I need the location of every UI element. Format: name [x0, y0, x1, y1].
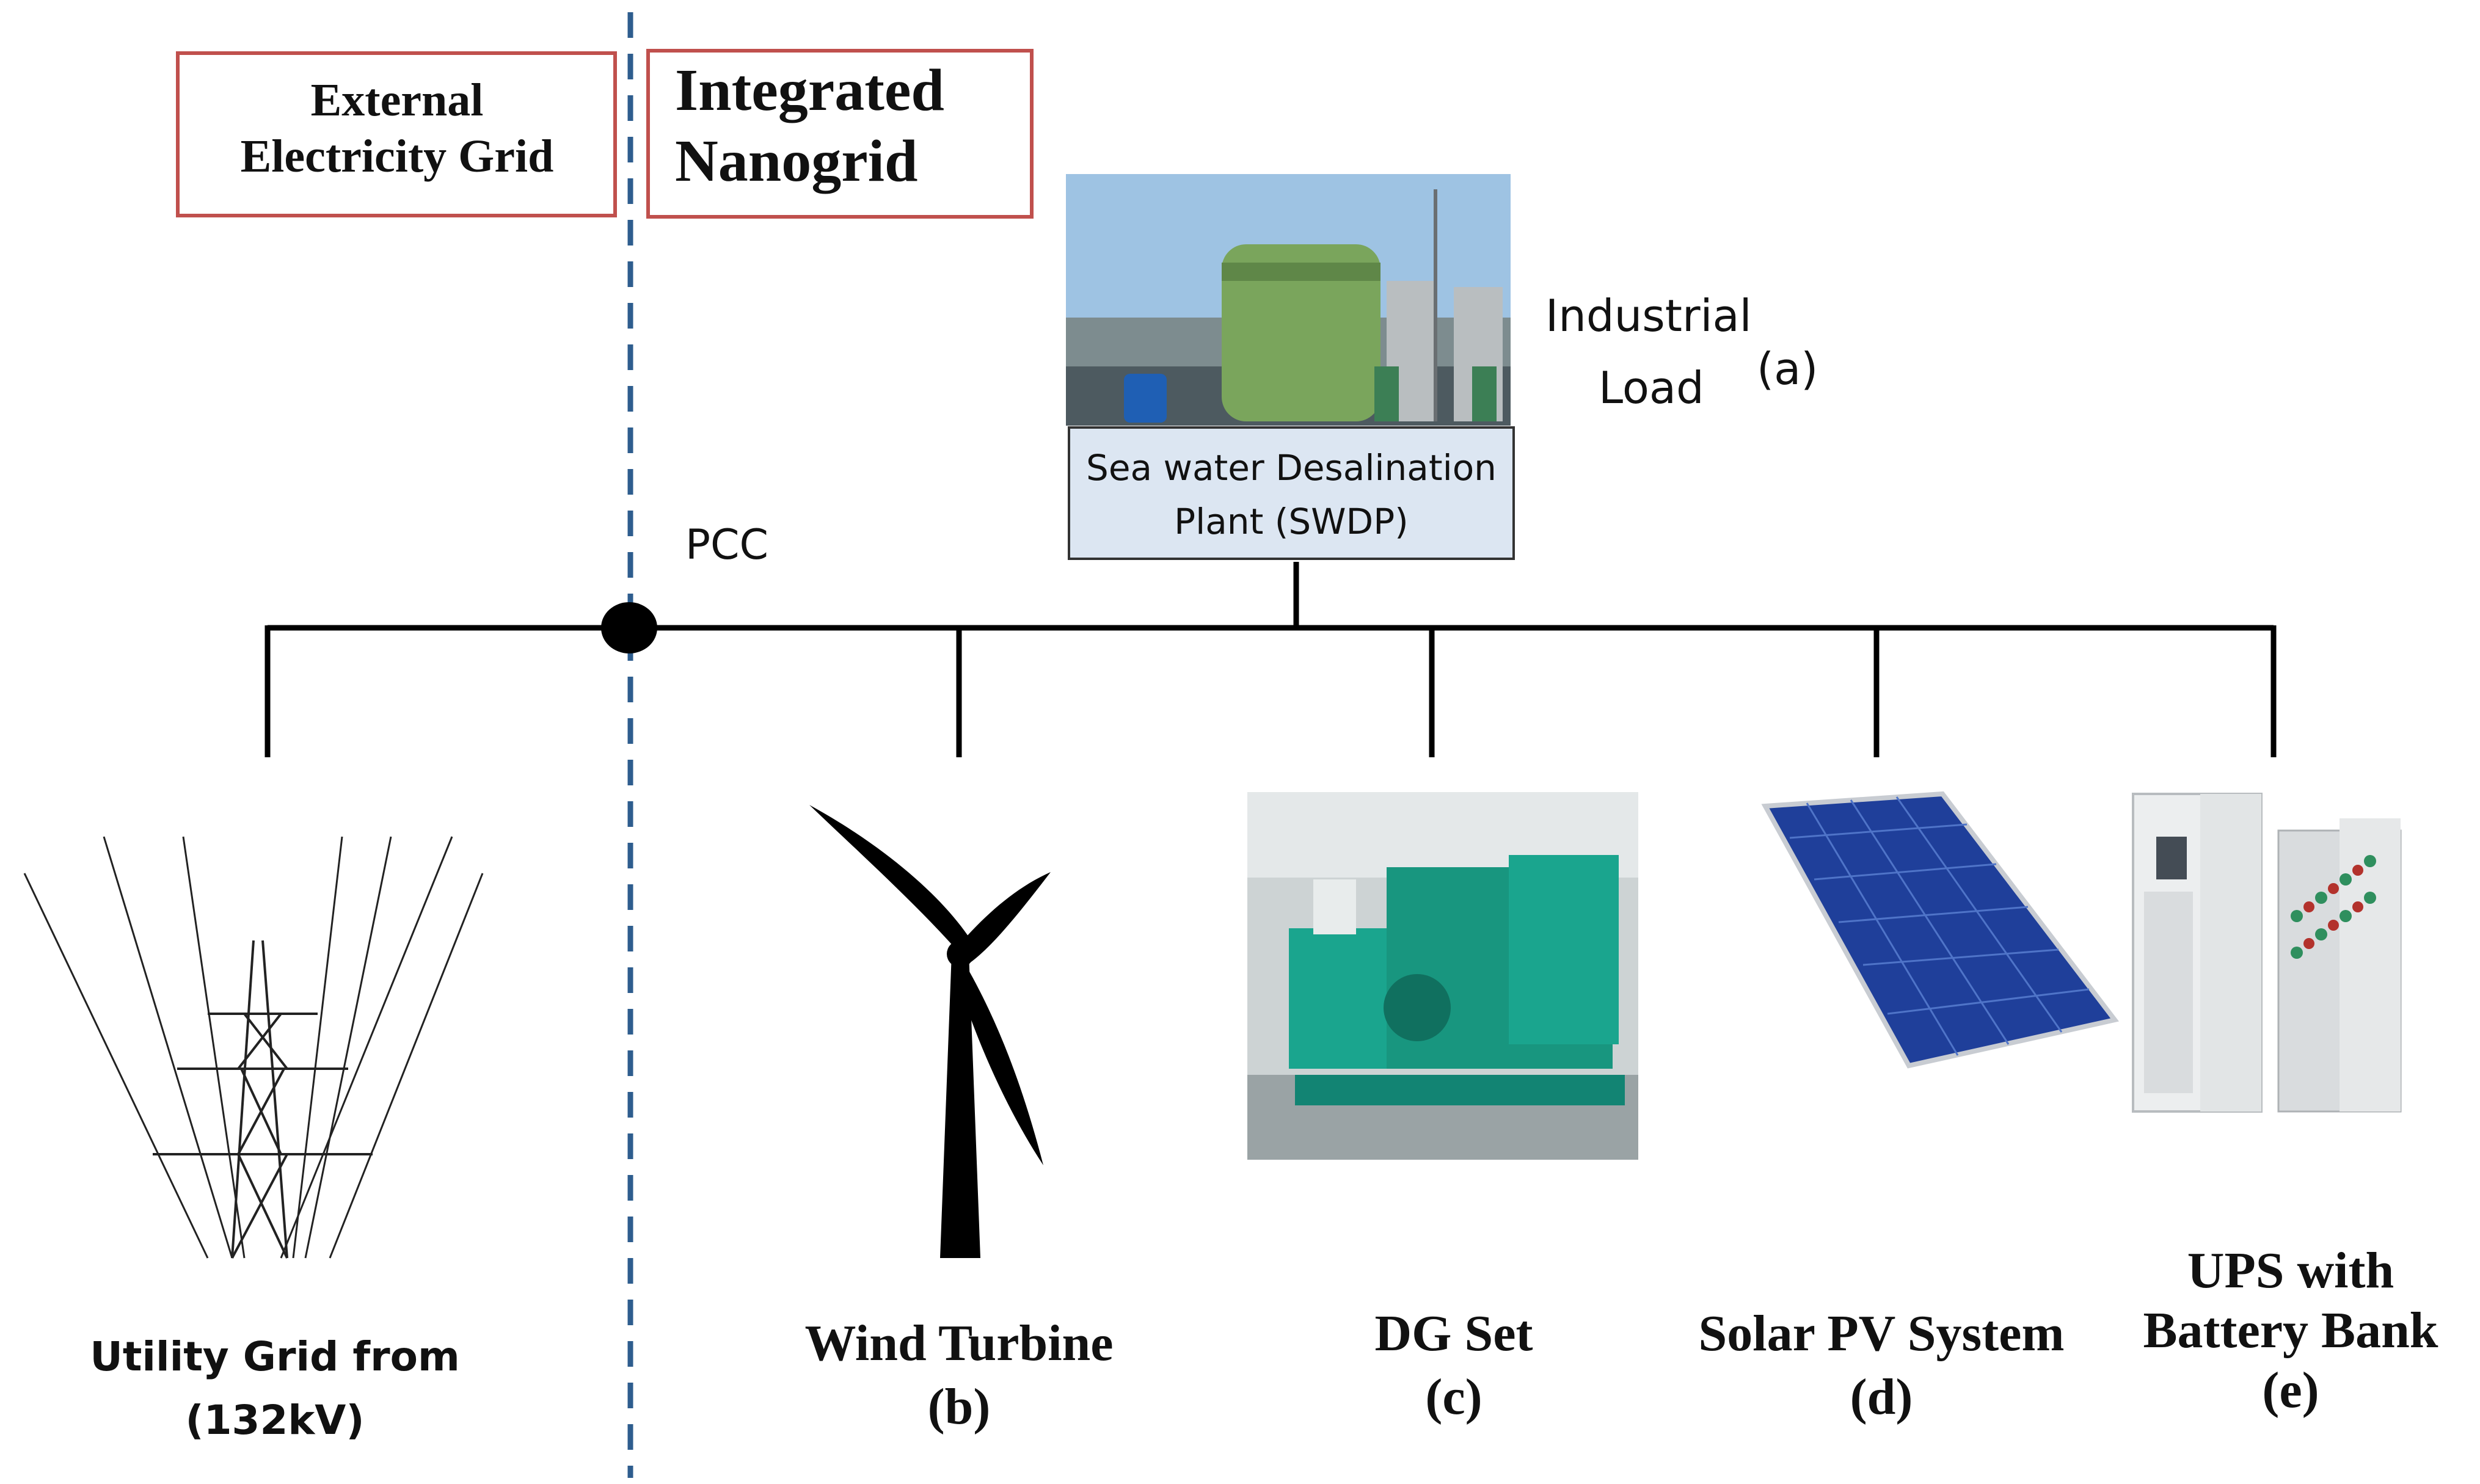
wind-turbine-line2: (b)	[927, 1378, 991, 1435]
wind-turbine-label: Wind Turbine (b)	[764, 1312, 1154, 1439]
desalination-plant-icon	[1066, 174, 1511, 426]
dg-set-line1: DG Set	[1374, 1305, 1533, 1362]
utility-grid-line2: (132kV)	[185, 1397, 365, 1444]
load-label: Load	[1599, 362, 1704, 413]
integrated-nanogrid-box	[646, 49, 1034, 219]
main-bus	[264, 562, 2277, 757]
swdp-label: Sea water Desalination Plant (SWDP)	[1086, 447, 1497, 542]
pcc-label: PCC	[685, 521, 768, 569]
transmission-tower-icon	[23, 836, 484, 1259]
pcc-node	[601, 602, 657, 653]
wind-turbine-icon	[809, 805, 1051, 1258]
ups-battery-line1: UPS with	[2187, 1242, 2394, 1299]
solar-pv-label: Solar PV System (d)	[1674, 1302, 2089, 1429]
ups-battery-icon	[2132, 793, 2402, 1113]
industrial-label: Industrial	[1545, 290, 1752, 341]
swdp-box	[1068, 426, 1515, 560]
ups-battery-label: UPS with Battery Bank (e)	[2113, 1241, 2468, 1420]
solar-pv-line2: (d)	[1850, 1369, 1913, 1425]
integrated-nanogrid-label: Integrated Nanogrid	[675, 57, 944, 194]
solar-pv-line1: Solar PV System	[1698, 1305, 2065, 1362]
utility-grid-line1: Utility Grid from	[90, 1333, 460, 1380]
solar-panel-icon	[1761, 791, 2119, 1069]
external-grid-box	[176, 51, 617, 217]
external-grid-label: External Electricity Grid	[240, 75, 554, 182]
diesel-generator-icon	[1247, 792, 1638, 1160]
load-tag: (a)	[1757, 343, 1818, 395]
dg-set-line2: (c)	[1425, 1369, 1483, 1425]
utility-grid-label: Utility Grid from (132kV)	[86, 1325, 464, 1452]
ups-battery-line3: (e)	[2262, 1362, 2319, 1419]
wind-turbine-line1: Wind Turbine	[804, 1315, 1114, 1372]
dg-set-label: DG Set (c)	[1283, 1302, 1625, 1429]
ups-battery-line2: Battery Bank	[2143, 1302, 2438, 1359]
